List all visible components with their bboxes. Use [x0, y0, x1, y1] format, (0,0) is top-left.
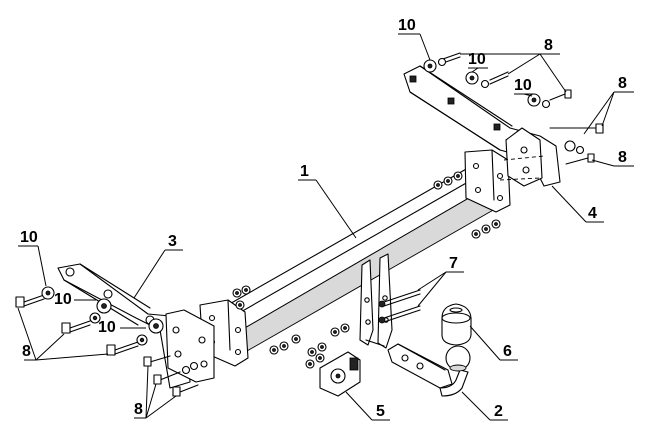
callout-10-left-mid: 10 — [54, 291, 72, 308]
hitch-bracket — [359, 253, 393, 349]
callout-6: 6 — [503, 343, 512, 360]
leader-lines — [17, 33, 634, 421]
hitch-bolts — [378, 289, 421, 324]
callout-10-top: 10 — [398, 17, 416, 34]
callout-labels: 1 3 4 5 6 2 7 10 8 10 10 8 8 10 10 10 8 … — [20, 17, 627, 420]
callout-4: 4 — [588, 205, 597, 222]
callout-1: 1 — [300, 163, 309, 180]
callout-8-right: 8 — [618, 75, 627, 92]
callout-5: 5 — [376, 403, 385, 420]
socket-plate — [319, 351, 361, 397]
tow-ball-arm — [387, 343, 471, 397]
callout-2: 2 — [494, 403, 503, 420]
callout-8-top: 8 — [544, 37, 553, 54]
callout-10-left-low: 10 — [98, 319, 116, 336]
callout-3: 3 — [168, 233, 177, 250]
tow-ball-cap — [441, 303, 472, 346]
left-side-bolts — [15, 286, 199, 397]
callout-10-mid: 10 — [468, 51, 486, 68]
callout-8-left: 8 — [22, 343, 31, 360]
right-side-bracket — [403, 65, 561, 187]
left-tube-fasteners — [232, 285, 301, 355]
callout-7: 7 — [449, 255, 458, 272]
callout-8-right-lower: 8 — [618, 149, 627, 166]
callout-10-right: 10 — [514, 77, 532, 94]
left-side-bracket — [57, 263, 215, 389]
callout-10-left-top: 10 — [20, 229, 38, 246]
callout-8-bottom-left: 8 — [134, 401, 143, 418]
right-tube-fasteners — [433, 171, 501, 239]
right-end-plate — [464, 149, 511, 213]
right-side-bolts — [423, 52, 604, 165]
center-fasteners — [305, 323, 350, 369]
